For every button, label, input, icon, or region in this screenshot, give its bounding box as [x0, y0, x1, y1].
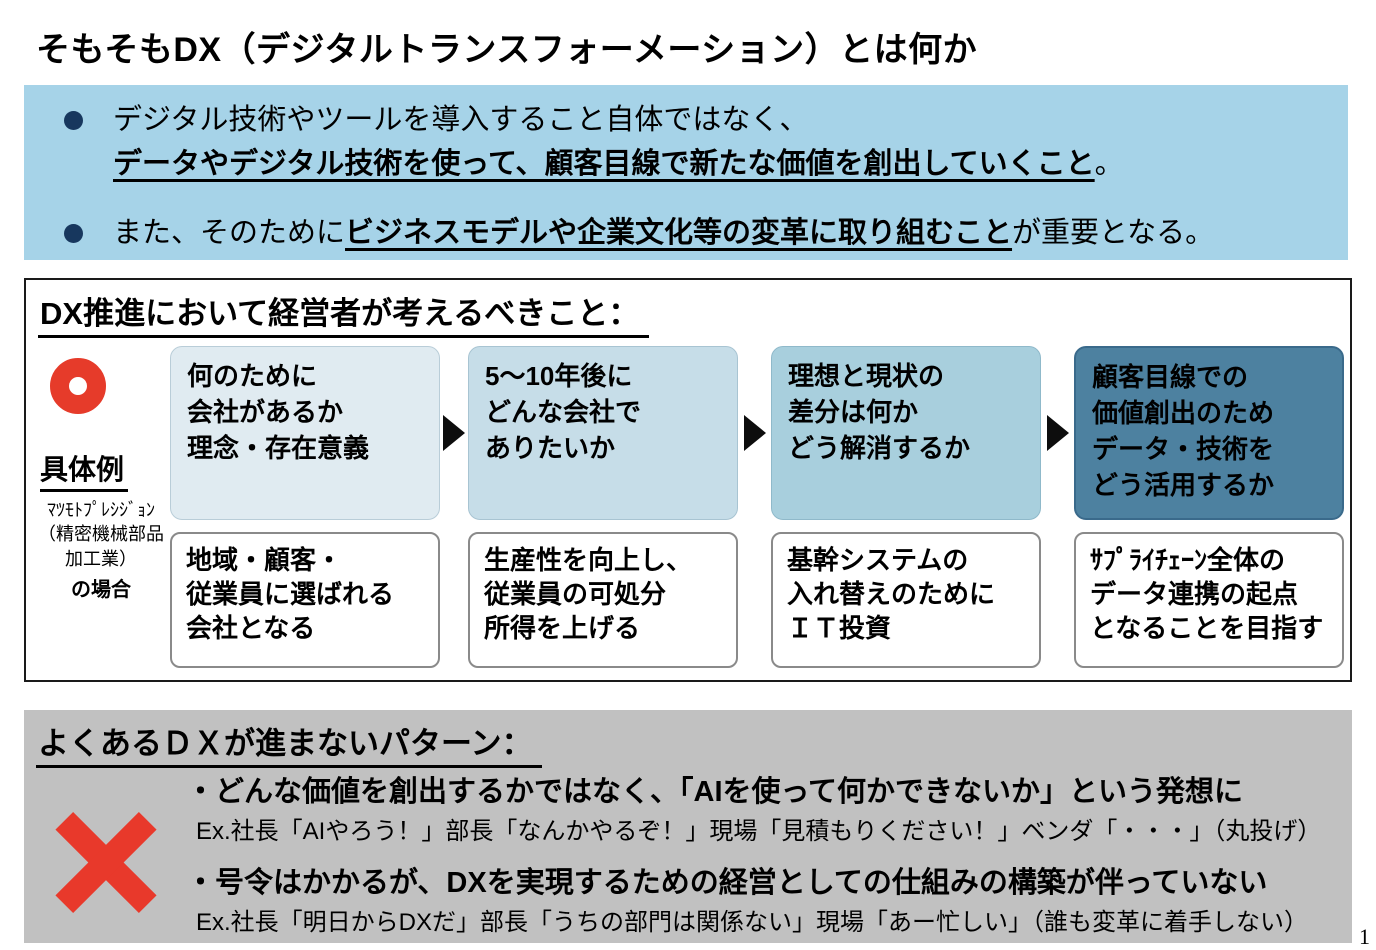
failure-section: よくあるＤＸが進まないパターン： ・どんな価値を創出するかではなく、「AIを使っ…	[24, 710, 1352, 943]
arrow-right-icon	[1046, 415, 1069, 451]
intro-bullet-1-line1: デジタル技術やツールを導入すること自体ではなく、	[113, 104, 809, 136]
arrow-cell	[1046, 415, 1069, 451]
intro-bullet-1: デジタル技術やツールを導入すること自体ではなく、 データやデジタル技術を使って、…	[64, 99, 1328, 186]
arrow-cell	[743, 415, 766, 451]
failure-example-2: Ex.社長「明日からDXだ」部長「うちの部門は関係ない」現場「あー忙しい」（誰も…	[196, 908, 1309, 936]
red-circle-icon	[50, 358, 106, 414]
process-section: DX推進において経営者が考えるべきこと： 具体例 ﾏﾂﾓﾄﾌﾟﾚｼｼﾞｮﾝ （精…	[24, 278, 1352, 682]
failure-points: ・どんな価値を創出するかではなく、「AIを使って何かできないか」という発想に E…	[176, 770, 1352, 938]
failure-point-2: ・号令はかかるが、DXを実現するための経営としての仕組みの構築が伴っていない	[186, 866, 1268, 899]
step-box-4: 顧客目線での 価値創出のため データ・技術を どう活用するか	[1074, 346, 1344, 520]
arrow-right-icon	[743, 415, 766, 451]
example-box-3: 基幹システムの 入れ替えのために ＩＴ投資	[771, 532, 1041, 668]
intro-bullet-2-prefix: また、そのために	[113, 217, 346, 249]
failure-point-1: ・どんな価値を創出するかではなく、「AIを使って何かできないか」という発想に	[186, 776, 1244, 808]
arrow-right-icon	[443, 415, 465, 451]
example-box-4: ｻﾌﾟﾗｲﾁｪｰﾝ全体の データ連携の起点 となることを目指す	[1074, 532, 1344, 668]
failure-example-1: Ex.社長「AIやろう！」部長「なんかやるぞ！」現場「見積もりください！」ベンダ…	[196, 817, 1322, 845]
company-name: ﾏﾂﾓﾄﾌﾟﾚｼｼﾞｮﾝ	[47, 500, 155, 520]
intro-bullet-1-suffix: 。	[1094, 147, 1124, 180]
process-grid: 具体例 ﾏﾂﾓﾄﾌﾟﾚｼｼﾞｮﾝ （精密機械部品 加工業） の場合 何のために …	[38, 346, 1350, 668]
red-x-icon	[55, 811, 157, 914]
step-box-1: 何のために 会社があるか 理念・存在意義	[170, 346, 440, 520]
intro-bullet-1-text: デジタル技術やツールを導入すること自体ではなく、 データやデジタル技術を使って、…	[113, 99, 1124, 186]
bullet-icon	[64, 111, 83, 130]
example-box-1: 地域・顧客・ 従業員に選ばれる 会社となる	[170, 532, 440, 668]
page-title: そもそもDX（デジタルトランスフォーメーション）とは何か	[36, 31, 978, 69]
intro-bullet-2-emphasis: ビジネスモデルや企業文化等の変革に取り組むこと	[345, 217, 1013, 249]
failure-heading: よくあるＤＸが進まないパターン：	[36, 718, 543, 768]
company-desc-line2: 加工業）	[65, 548, 137, 569]
bullet-icon	[64, 224, 83, 243]
page-number: 1	[1359, 924, 1370, 949]
x-column	[36, 770, 176, 938]
arrow-cell	[443, 415, 465, 451]
intro-bullet-2: また、そのためにビジネスモデルや企業文化等の変革に取り組むことが重要となる。	[64, 212, 1328, 256]
company-desc-line1: （精密機械部品	[38, 524, 164, 545]
example-box-2: 生産性を向上し、 従業員の可処分 所得を上げる	[468, 532, 738, 668]
intro-bullet-2-text: また、そのためにビジネスモデルや企業文化等の変革に取り組むことが重要となる。	[113, 212, 1214, 256]
failure-body: ・どんな価値を創出するかではなく、「AIを使って何かできないか」という発想に E…	[36, 770, 1352, 938]
legend-column: 具体例 ﾏﾂﾓﾄﾌﾟﾚｼｼﾞｮﾝ （精密機械部品 加工業） の場合	[38, 346, 170, 668]
intro-bullet-1-emphasis: データやデジタル技術を使って、顧客目線で新たな価値を創出していくこと	[113, 147, 1095, 180]
example-label: 具体例	[40, 448, 129, 492]
process-heading: DX推進において経営者が考えるべきこと：	[38, 288, 650, 338]
intro-bullet-1-line2: データやデジタル技術を使って、顧客目線で新たな価値を創出していくこと。	[113, 143, 1124, 187]
company-case-label: の場合	[71, 578, 131, 601]
step-box-3: 理想と現状の 差分は何か どう解消するか	[771, 346, 1041, 520]
intro-banner: デジタル技術やツールを導入すること自体ではなく、 データやデジタル技術を使って、…	[24, 85, 1348, 260]
step-box-2: 5～10年後に どんな会社で ありたいか	[468, 346, 738, 520]
intro-bullet-2-suffix: が重要となる。	[1012, 217, 1215, 249]
